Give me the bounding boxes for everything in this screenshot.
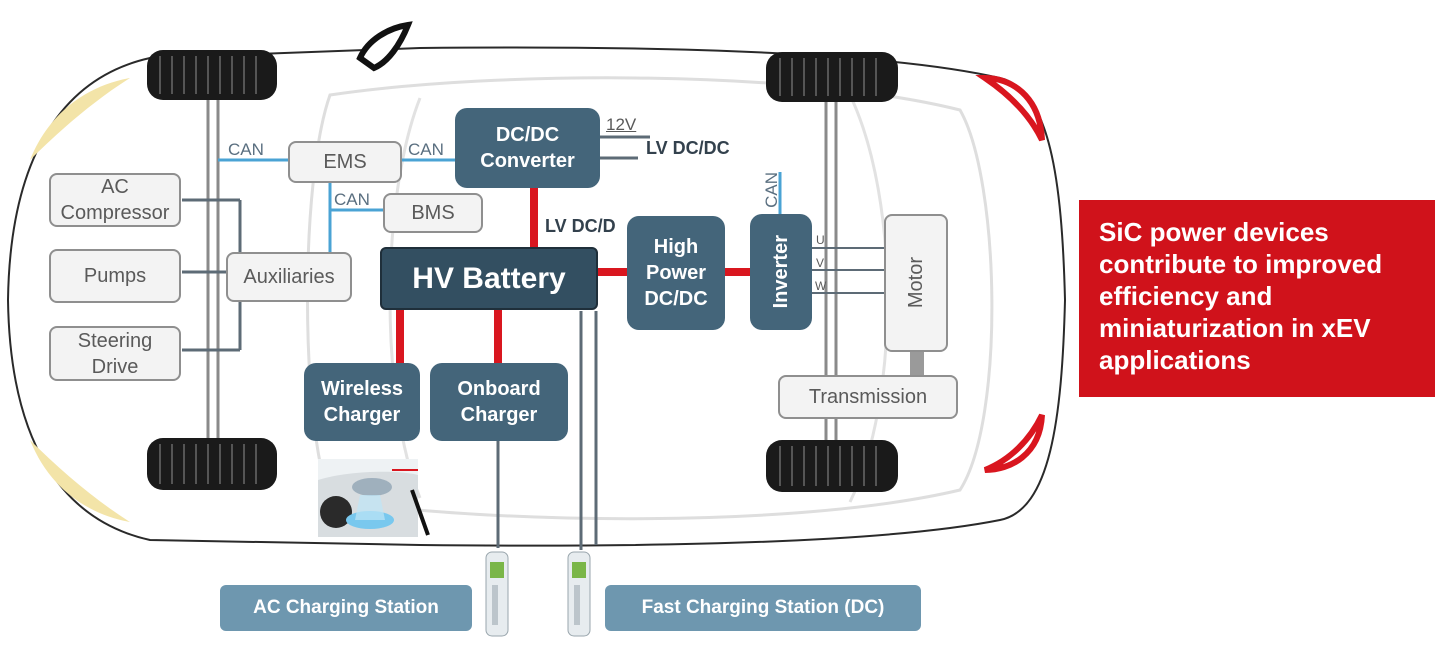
wheel-front-bottom-icon — [147, 438, 277, 490]
phase-u-label: U — [816, 233, 825, 247]
motor-shaft — [910, 352, 924, 376]
sic-callout-text: SiC power devices contribute to improved… — [1099, 217, 1383, 375]
auxiliaries-box: Auxiliaries — [226, 252, 352, 302]
taillight-top-icon — [975, 74, 1045, 142]
steering-drive-box: Steering Drive — [49, 326, 181, 381]
fast-charging-station-label: Fast Charging Station (DC) — [605, 585, 921, 631]
phase-lines — [812, 247, 886, 294]
wheel-front-top-icon — [147, 50, 277, 100]
wheel-rear-bottom-icon — [766, 440, 898, 492]
car-body-outline — [6, 46, 1067, 547]
hv-battery-box: HV Battery — [380, 247, 598, 310]
wireless-charger-box: Wireless Charger — [304, 363, 420, 441]
12v-label: 12V — [606, 115, 637, 134]
inverter-label: Inverter — [770, 235, 792, 309]
can-label-bms: CAN — [334, 190, 370, 209]
ems-box: EMS — [288, 141, 402, 183]
ac-charging-station-label: AC Charging Station — [220, 585, 472, 631]
lv-dcdc-label-mid: LV DC/D — [545, 216, 616, 236]
ac-compressor-box: AC Compressor — [49, 173, 181, 227]
onboard-charger-box: Onboard Charger — [430, 363, 568, 441]
hv-lines — [396, 188, 750, 364]
lv-lines — [182, 135, 650, 550]
headlight-bottom-icon — [30, 440, 130, 522]
ac-charging-post-icon — [485, 551, 509, 637]
motor-label: Motor — [905, 257, 927, 309]
side-mirror-icon — [356, 21, 413, 72]
can-label-mid: CAN — [408, 140, 444, 159]
wireless-charging-photo-icon — [318, 459, 430, 537]
headlight-top-icon — [30, 78, 130, 160]
can-label-left: CAN — [228, 140, 264, 159]
taillight-bottom-icon — [983, 413, 1045, 473]
pumps-box: Pumps — [49, 249, 181, 303]
phase-v-label: V — [816, 256, 825, 270]
motor-box: Motor — [884, 214, 948, 352]
dcdc-converter-box: DC/DC Converter — [455, 108, 600, 188]
phase-w-label: W — [815, 279, 827, 293]
dc-charging-post-icon — [567, 551, 591, 637]
inverter-box: Inverter — [750, 214, 812, 330]
bms-box: BMS — [383, 193, 483, 233]
can-bus-lines — [218, 158, 782, 252]
wheel-rear-top-icon — [766, 52, 898, 102]
high-power-dcdc-box: High Power DC/DC — [627, 216, 725, 330]
sic-callout-panel: SiC power devices contribute to improved… — [1079, 200, 1435, 397]
transmission-box: Transmission — [778, 375, 958, 419]
lv-dcdc-label-right: LV DC/DC — [646, 138, 730, 158]
can-label-inverter: CAN — [762, 172, 781, 208]
